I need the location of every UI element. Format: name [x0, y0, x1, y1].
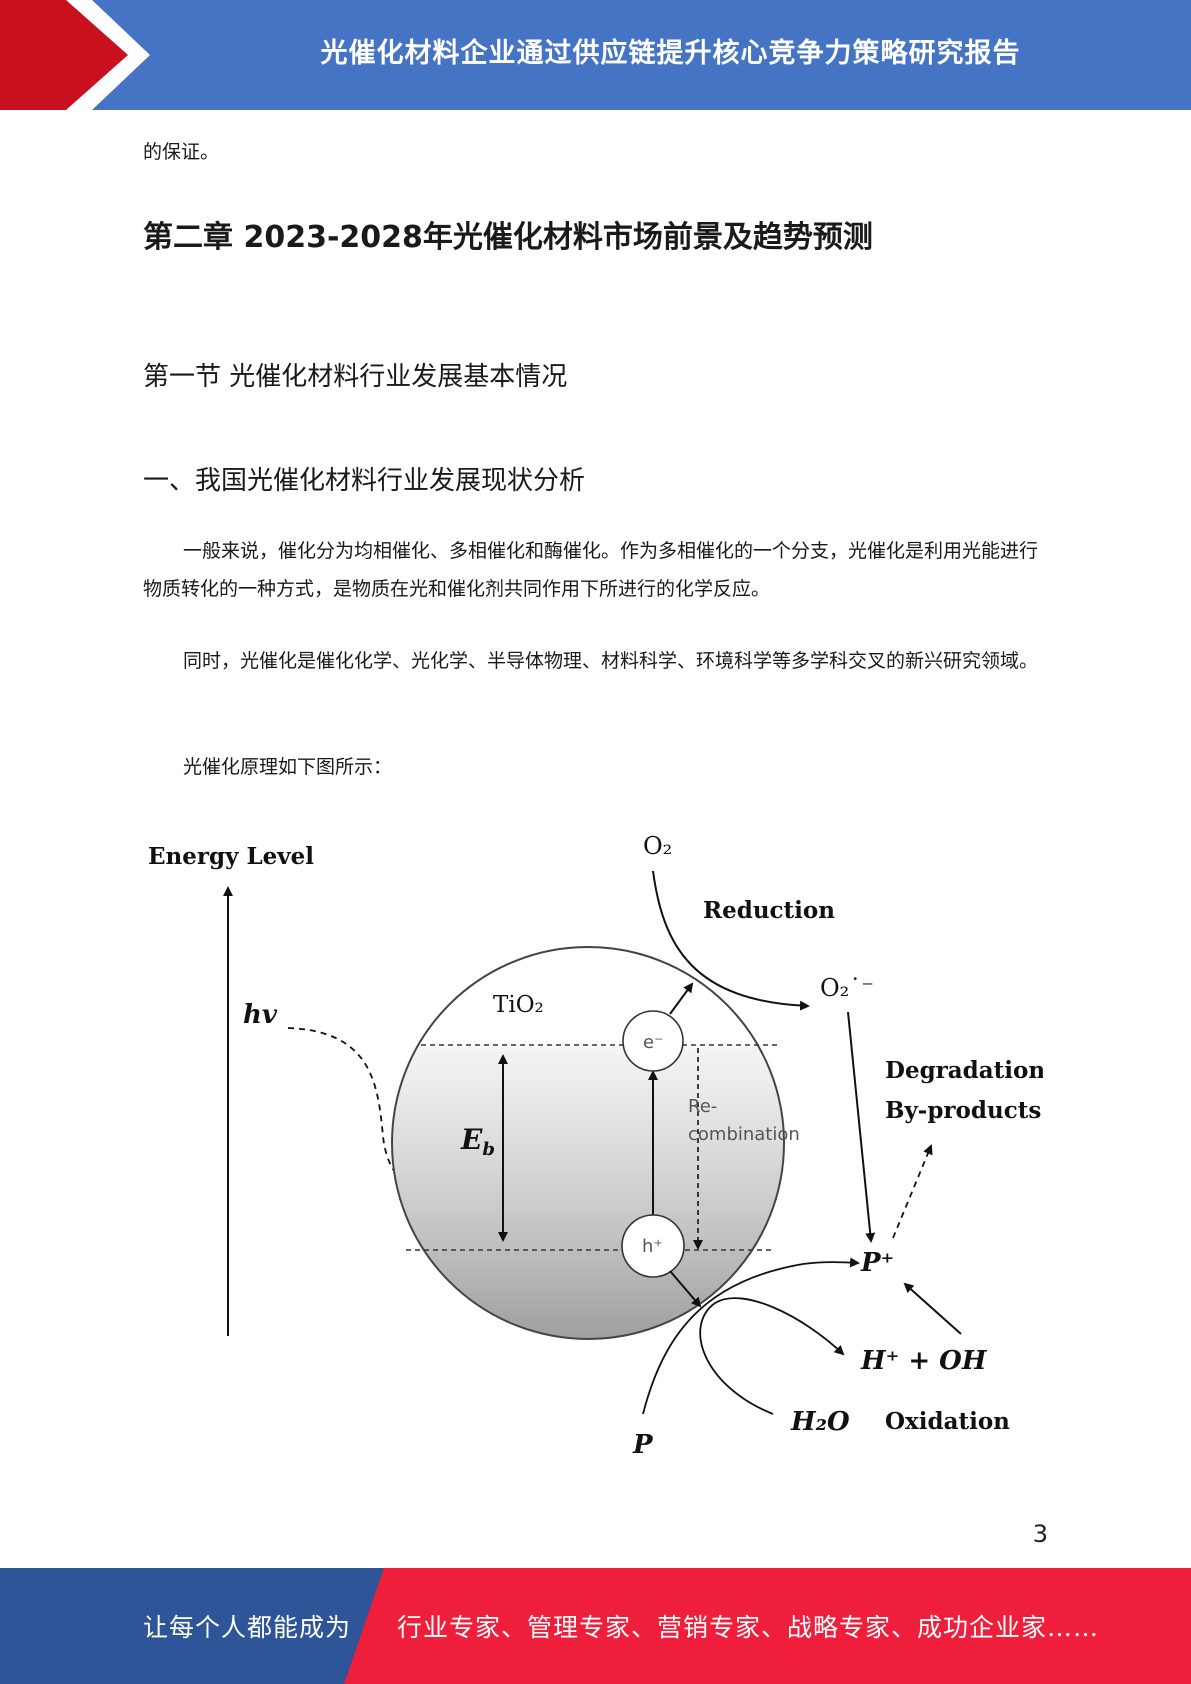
- footer-slogan-right: 行业专家、管理专家、营销专家、战略专家、成功企业家……: [397, 1568, 1099, 1684]
- footer-slogan-left: 让每个人都能成为: [143, 1568, 351, 1684]
- photocatalysis-diagram: Energy Level hv TiO₂ Eb Re- combination …: [143, 816, 1043, 1466]
- oxidized-pollutant-label: P⁺: [860, 1248, 894, 1278]
- photon-hv-label: hv: [243, 1000, 278, 1030]
- energy-level-label: Energy Level: [148, 843, 314, 870]
- subsection-heading: 一、我国光催化材料行业发展现状分析: [143, 460, 585, 497]
- tio2-label: TiO₂: [493, 992, 544, 1018]
- paragraph-2: 同时，光催化是催化化学、光化学、半导体物理、材料科学、环境科学等多学科交叉的新兴…: [143, 642, 1048, 680]
- electron-label: e⁻: [643, 1032, 664, 1053]
- hole-label: h⁺: [642, 1236, 663, 1257]
- recombination-label-1: Re-: [688, 1096, 717, 1117]
- pollutant-label: P: [632, 1430, 654, 1460]
- byproducts-label: By-products: [885, 1097, 1041, 1124]
- continuation-text: 的保证。: [143, 133, 1048, 171]
- proton-hydroxyl-label: H⁺ + OH: [860, 1346, 988, 1376]
- paragraph-1: 一般来说，催化分为均相催化、多相催化和酶催化。作为多相催化的一个分支，光催化是利…: [143, 532, 1048, 608]
- water-label: H₂O: [790, 1407, 850, 1437]
- recombination-label-2: combination: [688, 1124, 800, 1145]
- page-number: 3: [1033, 1520, 1048, 1548]
- oxidation-label: Oxidation: [885, 1408, 1010, 1435]
- degradation-label: Degradation: [885, 1057, 1043, 1084]
- chapter-heading: 第二章 2023-2028年光催化材料市场前景及趋势预测: [143, 212, 873, 256]
- photocatalysis-diagram-svg: Energy Level hv TiO₂ Eb Re- combination …: [143, 816, 1043, 1466]
- header-chevron-decoration: [0, 0, 160, 110]
- oxygen-label: O₂: [643, 832, 672, 860]
- superoxide-label: O₂˙⁻: [820, 974, 874, 1002]
- paragraph-3: 光催化原理如下图所示：: [143, 748, 1048, 786]
- report-title: 光催化材料企业通过供应链提升核心竞争力策略研究报告: [160, 0, 1181, 100]
- page-footer: 让每个人都能成为 行业专家、管理专家、营销专家、战略专家、成功企业家……: [0, 1568, 1191, 1684]
- section-heading: 第一节 光催化材料行业发展基本情况: [143, 356, 567, 393]
- reduction-label: Reduction: [703, 897, 835, 924]
- page-header: 光催化材料企业通过供应链提升核心竞争力策略研究报告: [0, 0, 1191, 110]
